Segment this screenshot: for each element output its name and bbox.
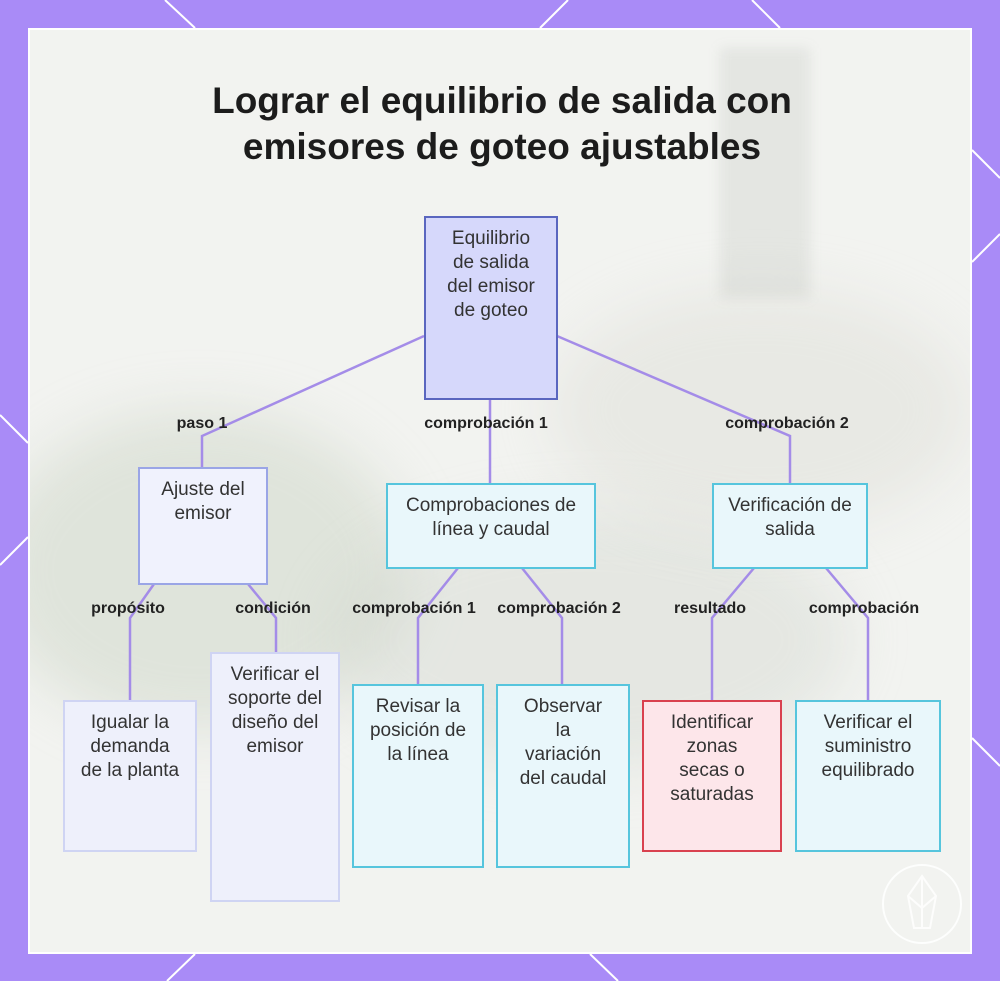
crystal-logo-icon (882, 864, 962, 944)
edge-label-proposito: propósito (91, 600, 165, 617)
node-identificar-zonas: Identificar zonas secas o saturadas (642, 700, 782, 852)
edge-label-resultado: resultado (673, 600, 747, 617)
node-verificar-soporte: Verificar el soporte del diseño del emis… (210, 652, 340, 902)
node-verificar-suministro: Verificar el suministro equilibrado (795, 700, 941, 852)
edge-label-comprobacion-1: comprobación 1 (424, 415, 548, 432)
node-observar-variacion: Observar la variación del caudal (496, 684, 630, 868)
node-revisar-posicion: Revisar la posición de la línea (352, 684, 484, 868)
title-line-2: emisores de goteo ajustables (242, 126, 762, 167)
diagram-card: Lograr el equilibrio de salida con emiso… (28, 28, 972, 954)
diagram-title: Lograr el equilibrio de salida con emiso… (30, 78, 970, 170)
node-root: Equilibrio de salida del emisor de goteo (424, 216, 558, 400)
edge-label-comprobacion-1-mid: comprobación 1 (352, 600, 476, 617)
edge-label-paso-1: paso 1 (176, 415, 228, 432)
edge-label-comprobacion: comprobación (808, 600, 920, 617)
edge-label-comprobacion-2: comprobación 2 (725, 415, 849, 432)
background-signpost (720, 48, 810, 298)
node-comprobaciones: Comprobaciones de línea y caudal (386, 483, 596, 569)
connector-lines (128, 334, 870, 700)
edge-label-comprobacion-2-mid: comprobación 2 (497, 600, 621, 617)
edge-label-condicion: condición (235, 600, 311, 617)
title-line-1: Lograr el equilibrio de salida con (212, 80, 792, 121)
node-verificacion-de-salida: Verificación de salida (712, 483, 868, 569)
node-igualar-demanda: Igualar la demanda de la planta (63, 700, 197, 852)
node-ajuste-del-emisor: Ajuste del emisor (138, 467, 268, 585)
